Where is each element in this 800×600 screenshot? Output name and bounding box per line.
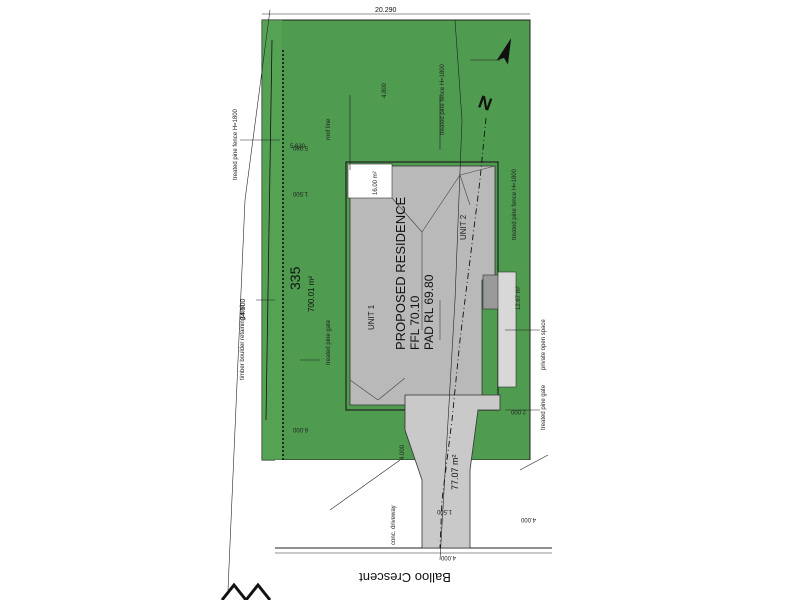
pos-note: private open space — [541, 319, 547, 370]
fence-left-note: treated pine fence H=1800 — [233, 108, 239, 180]
leader-lines — [227, 9, 549, 591]
roof-right-note: roof line — [326, 118, 332, 140]
residence-ffl: FFL 70.10 — [408, 295, 422, 350]
courtyard-area: 16.00 m² — [373, 171, 379, 195]
logo-partial — [220, 582, 272, 600]
frontage-dim: 20.290 — [375, 7, 397, 14]
residence-pad: PAD RL 69.80 — [422, 274, 436, 350]
dim-10: 4.800 — [382, 82, 388, 98]
north-letter: N — [476, 92, 495, 115]
unit2-label: UNIT 2 — [459, 214, 468, 240]
north-arrow-icon — [496, 38, 512, 65]
verge — [275, 460, 550, 548]
dim-3: 4.000 — [520, 516, 536, 522]
side-path — [497, 271, 517, 388]
dim-7: 1.500 — [436, 508, 452, 514]
dim-2: 2.000 — [510, 408, 526, 414]
lot-number: 335 — [287, 266, 303, 290]
dim-4: 4.000 — [440, 554, 456, 560]
fence-right-note: treated pine fence H=1800 — [512, 168, 518, 240]
treated-gate-note: treated pine gate — [326, 319, 332, 365]
boulder-wall-note: timber boulder retaining wall — [240, 305, 246, 380]
street-label: Balloo Crescent — [359, 570, 451, 585]
dim-1: 5.980 — [292, 144, 308, 150]
pos-fence-note: treated pine fence H=1800 — [440, 63, 446, 135]
unit1-label: UNIT 1 — [367, 304, 376, 330]
residence-title: PROPOSED RESIDENCE — [393, 197, 408, 350]
lot-area: 700.01 m² — [307, 276, 316, 312]
gate-right-note: treated pine gate — [541, 384, 547, 430]
roof-lines — [349, 165, 496, 401]
drive-note: conc. driveway — [391, 505, 397, 545]
lot-shade-strip — [262, 20, 282, 460]
driveway — [404, 394, 501, 549]
courtyard — [347, 163, 393, 199]
driveway-area: 77.07 m² — [450, 454, 460, 490]
dim-8: 5.620 — [290, 144, 306, 150]
retaining-wall-line — [265, 39, 273, 421]
dim-9: 4.000 — [400, 444, 406, 460]
boundary-dashed-line — [439, 117, 487, 549]
pos-area: 12.67 m² — [516, 286, 522, 310]
dim-5: 1.500 — [292, 190, 308, 196]
depth-dim: 34.500 — [240, 298, 247, 320]
street-name: Balloo Crescent — [330, 570, 480, 585]
dim-6: 6.000 — [292, 426, 308, 432]
